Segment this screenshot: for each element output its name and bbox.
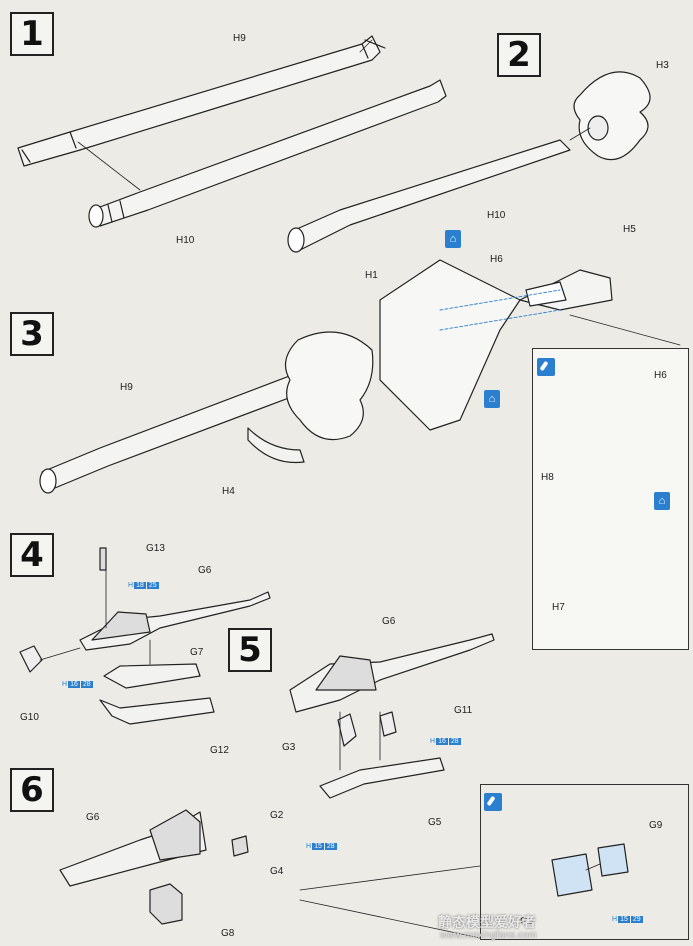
step-1-number: 1 [10, 12, 54, 56]
part-label-h3: H3 [656, 60, 669, 71]
step-3-number: 3 [10, 312, 54, 356]
part-label-h9: H9 [120, 382, 133, 393]
part-label-g11: G11 [454, 705, 473, 716]
part-label-h4: H4 [222, 486, 235, 497]
detail-box-h6-h7-h8 [532, 348, 689, 650]
step6-gun-drawing [59, 809, 481, 939]
detail-box-g8-g9 [480, 784, 689, 940]
step-2-number: 2 [497, 33, 541, 77]
part-label-h10: H10 [487, 210, 506, 221]
part-label-h10: H10 [176, 235, 195, 246]
part-label-h6: H6 [654, 370, 667, 381]
step4-gun-drawing [19, 547, 271, 725]
part-label-g6: G6 [382, 616, 396, 627]
paint-brush-icon [537, 358, 555, 376]
part-label-h7: H7 [552, 602, 565, 613]
part-label-h8: H8 [541, 472, 554, 483]
part-label-g3: G3 [282, 742, 296, 753]
part-label-g2: G2 [270, 810, 284, 821]
part-label-g6: G6 [198, 565, 212, 576]
part-label-g9: G9 [649, 820, 663, 831]
step3-gun-drawing [39, 259, 681, 494]
part-label-g13: G13 [146, 543, 165, 554]
paint-brush-icon [484, 793, 502, 811]
part-label-g8: G8 [520, 916, 534, 927]
part-label-g8: G8 [221, 928, 235, 939]
part-label-h1: H1 [365, 270, 378, 281]
part-label-g10: G10 [20, 712, 39, 723]
watermark-title: 静态模型爱好者 [438, 914, 536, 930]
part-label-g4: G4 [270, 866, 284, 877]
step-5-number: 5 [228, 628, 272, 672]
glue-icon: ⌂ [654, 492, 670, 510]
part-label-h9: H9 [233, 33, 246, 44]
part-label-g7: G7 [190, 647, 204, 658]
step-6-number: 6 [10, 768, 54, 812]
glue-icon: ⌂ [484, 390, 500, 408]
part-label-h6: H6 [490, 254, 503, 265]
watermark-url: www.moxingfans.com [440, 930, 537, 941]
glue-icon: ⌂ [445, 230, 461, 248]
step2-barrel-drawing [287, 71, 651, 253]
part-label-g5: G5 [428, 817, 442, 828]
part-label-g12: G12 [210, 745, 229, 756]
step5-gun-drawing [289, 633, 495, 799]
step1-barrel-drawing [17, 35, 447, 228]
part-label-h5: H5 [623, 224, 636, 235]
detail-g8-g9-drawing [551, 843, 629, 897]
part-label-g6: G6 [86, 812, 100, 823]
step-4-number: 4 [10, 533, 54, 577]
